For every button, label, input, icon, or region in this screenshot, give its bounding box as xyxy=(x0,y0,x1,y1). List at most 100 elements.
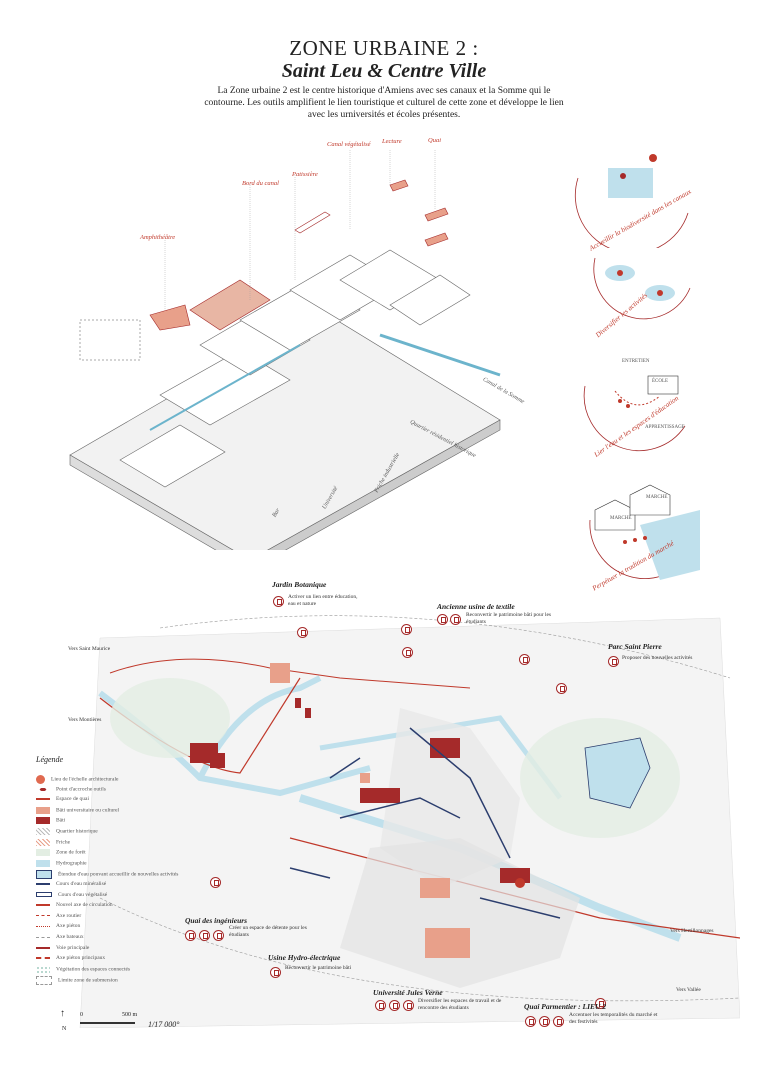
map-marker-icon-2[interactable] xyxy=(401,624,412,635)
label-quai: Quai xyxy=(428,137,441,144)
poi-parc-icon[interactable] xyxy=(608,656,619,667)
legend-swatch xyxy=(36,817,50,825)
legend-item-label: Végétation des espaces connectés xyxy=(56,966,131,973)
map-marker-icon-7[interactable] xyxy=(595,998,606,1009)
legend-swatch xyxy=(36,859,50,867)
legend-swatch xyxy=(36,883,50,885)
concept-tag-marche-2: MARCHE xyxy=(646,495,668,500)
legend-item: Limite zone de submersion xyxy=(36,976,118,986)
legend-item: Hydrographie xyxy=(36,859,87,867)
poi-jardin-desc: Activer un lien entre éducation, eau et … xyxy=(288,594,358,607)
legend-item-label: Zone de forêt xyxy=(56,849,86,856)
poi-quai-parm-icon-3[interactable] xyxy=(553,1016,564,1027)
legend-swatch xyxy=(36,965,50,973)
poi-quai-ing-icon-3[interactable] xyxy=(213,930,224,941)
legend-item-label: Axe routier xyxy=(56,912,82,919)
legend-item: Axe routier xyxy=(36,913,81,919)
legend-item-label: Limite zone de submersion xyxy=(58,977,118,984)
legend-swatch xyxy=(36,892,52,898)
scale-bar xyxy=(80,1022,135,1024)
legend-swatch xyxy=(36,785,50,793)
poi-usine-textile-icon-1[interactable] xyxy=(437,614,448,625)
legend-item: Axe piéton principaux xyxy=(36,955,105,961)
legend-swatch xyxy=(36,946,50,949)
legend-swatch xyxy=(36,838,50,846)
poi-usine-textile-desc: Reconvertir le patrimoine bâti pour les … xyxy=(466,612,552,625)
map-marker-icon-5[interactable] xyxy=(556,683,567,694)
legend-item: Point d'accroche outils xyxy=(36,785,106,793)
concept-tag-entretien: ENTRETIEN xyxy=(622,359,650,364)
page-title: ZONE URBAINE 2 : xyxy=(289,36,479,60)
legend-item: Axe bateaux xyxy=(36,934,84,940)
place-vers-vallee: Vers Vallée xyxy=(676,987,701,993)
label-bord-canal: Bord du canal xyxy=(242,180,279,187)
legend-item-label: Point d'accroche outils xyxy=(56,786,106,793)
legend-swatch xyxy=(36,936,50,938)
concept-tag-apprentissage: APPRENTISSAGE xyxy=(645,425,685,430)
label-canal-vegetalise: Canal végétalisé xyxy=(327,141,371,148)
poi-quai-parm-icon-2[interactable] xyxy=(539,1016,550,1027)
axonometric-diagram xyxy=(69,150,501,550)
poi-quai-ing-icon-2[interactable] xyxy=(199,930,210,941)
poi-parc-title: Parc Saint Pierre xyxy=(608,642,662,651)
map-marker-icon-3[interactable] xyxy=(402,647,413,658)
legend-swatch xyxy=(36,957,50,960)
poi-universite-icon-1[interactable] xyxy=(375,1000,386,1011)
legend-item: Voie principale xyxy=(36,945,89,951)
map-marker-icon-6[interactable] xyxy=(210,877,221,888)
poi-jardin-icon[interactable] xyxy=(273,596,284,607)
legend-item-label: Étendue d'eau pouvant accueillir de nouv… xyxy=(58,871,179,878)
label-patissiere: Patissière xyxy=(292,171,318,178)
legend-item: Végétation des espaces connectés xyxy=(36,965,131,973)
poi-quai-ing-title: Quai des ingénieurs xyxy=(185,916,248,925)
legend-item-label: Axe bateaux xyxy=(56,934,84,940)
poi-quai-parm-desc: Accentuer les temporalités du marché et … xyxy=(569,1012,658,1025)
legend-swatch xyxy=(36,828,50,835)
legend-item: Lieu de l'échelle architecturale xyxy=(36,775,118,784)
legend-item-label: Lieu de l'échelle architecturale xyxy=(51,776,119,783)
legend-swatch xyxy=(36,806,50,814)
map-marker-icon-4[interactable] xyxy=(519,654,530,665)
poi-jardin-title: Jardin Botanique xyxy=(272,580,327,589)
poi-quai-ing-icon-1[interactable] xyxy=(185,930,196,941)
legend-swatch xyxy=(36,849,50,857)
legend-item: Quartier historique xyxy=(36,828,98,835)
intro-text: La Zone urbaine 2 est le centre historiq… xyxy=(204,86,564,120)
concept-tag-marche-1: MARCHE xyxy=(610,516,632,521)
legend-swatch xyxy=(36,870,52,880)
legend-item-label: Axe piéton principaux xyxy=(56,955,106,962)
poi-quai-parm-icon-1[interactable] xyxy=(525,1016,536,1027)
label-amphitheatre: Amphithéâtre xyxy=(140,234,176,241)
poi-quai-ing-desc: Créer un espace de détente pour les étud… xyxy=(229,925,307,938)
scale-label: 500 m xyxy=(122,1012,138,1018)
map-marker-icon-1[interactable] xyxy=(297,627,308,638)
legend-item-label: Quartier historique xyxy=(56,828,98,835)
legend-item-label: Bâti universitaire ou culturel xyxy=(56,807,120,814)
poi-universite-desc: Diversifier les espaces de travail et de… xyxy=(418,998,502,1011)
legend-item: Espace de quai xyxy=(36,796,89,802)
north-arrow-icon: ↑ xyxy=(60,1008,65,1019)
legend-item-label: Cours d'eau minéralisé xyxy=(56,881,107,887)
legend-swatch xyxy=(36,925,50,927)
legend-item: Nouvel axe de circulation xyxy=(36,902,113,908)
poi-universite-icon-2[interactable] xyxy=(389,1000,400,1011)
concept-tag-ecole: ÉCOLE xyxy=(652,379,669,384)
poi-usine-textile-icon-2[interactable] xyxy=(450,614,461,625)
legend-item: Étendue d'eau pouvant accueillir de nouv… xyxy=(36,870,179,880)
poi-usine-hydro-desc: Reconvertir le patrimoine bâti xyxy=(285,965,352,971)
legend-swatch xyxy=(36,775,45,784)
poi-universite-title: Université Jules Verne xyxy=(373,988,443,997)
legend-swatch xyxy=(36,798,50,801)
concept-circle-1 xyxy=(574,154,689,248)
legend-item-label: Friche xyxy=(56,839,71,846)
poi-usine-textile-title: Ancienne usine de textile xyxy=(437,602,515,611)
poi-universite-icon-3[interactable] xyxy=(403,1000,414,1011)
concept-circle-2 xyxy=(593,257,691,320)
poi-parc-desc: Proposer des nouvelles activités xyxy=(622,655,693,661)
legend-item: Cours d'eau minéralisé xyxy=(36,881,106,887)
scale-zero: 0 xyxy=(80,1012,83,1018)
legend-swatch xyxy=(36,915,50,917)
poi-usine-hydro-icon[interactable] xyxy=(270,967,281,978)
legend-swatch xyxy=(36,904,50,907)
legend-item-label: Espace de quai xyxy=(56,796,89,803)
